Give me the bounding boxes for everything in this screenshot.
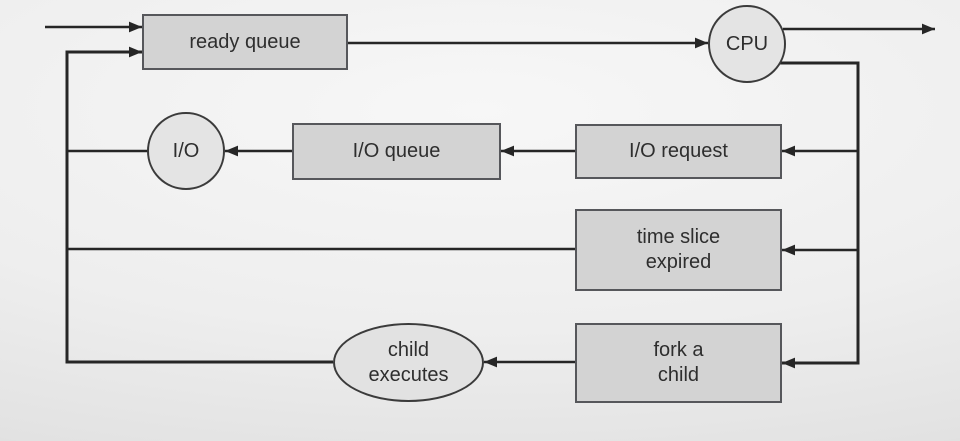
node-child-executes-label: child executes xyxy=(368,338,449,386)
node-cpu-label: CPU xyxy=(725,32,769,55)
node-io-request-label: I/O request xyxy=(629,140,728,162)
node-fork-a-child-label: fork a child xyxy=(653,339,704,386)
node-child-executes: child executes xyxy=(333,323,484,402)
edge-cpu-feedback-trunk xyxy=(780,61,860,369)
node-time-slice-expired-label: time slice expired xyxy=(636,226,721,273)
node-ready-queue: ready queue xyxy=(142,14,348,70)
node-time-slice-expired: time slice expired xyxy=(575,209,782,291)
node-io-queue: I/O queue xyxy=(292,123,501,180)
edge-return-trunk-to-ready-queue xyxy=(65,46,333,364)
node-io: I/O xyxy=(147,112,225,190)
node-fork-a-child: fork a child xyxy=(575,323,782,403)
node-ready-queue-label: ready queue xyxy=(189,30,301,53)
node-io-label: I/O xyxy=(172,139,200,162)
node-io-request: I/O request xyxy=(575,124,782,179)
node-cpu: CPU xyxy=(708,5,786,83)
node-io-queue-label: I/O queue xyxy=(352,140,441,162)
